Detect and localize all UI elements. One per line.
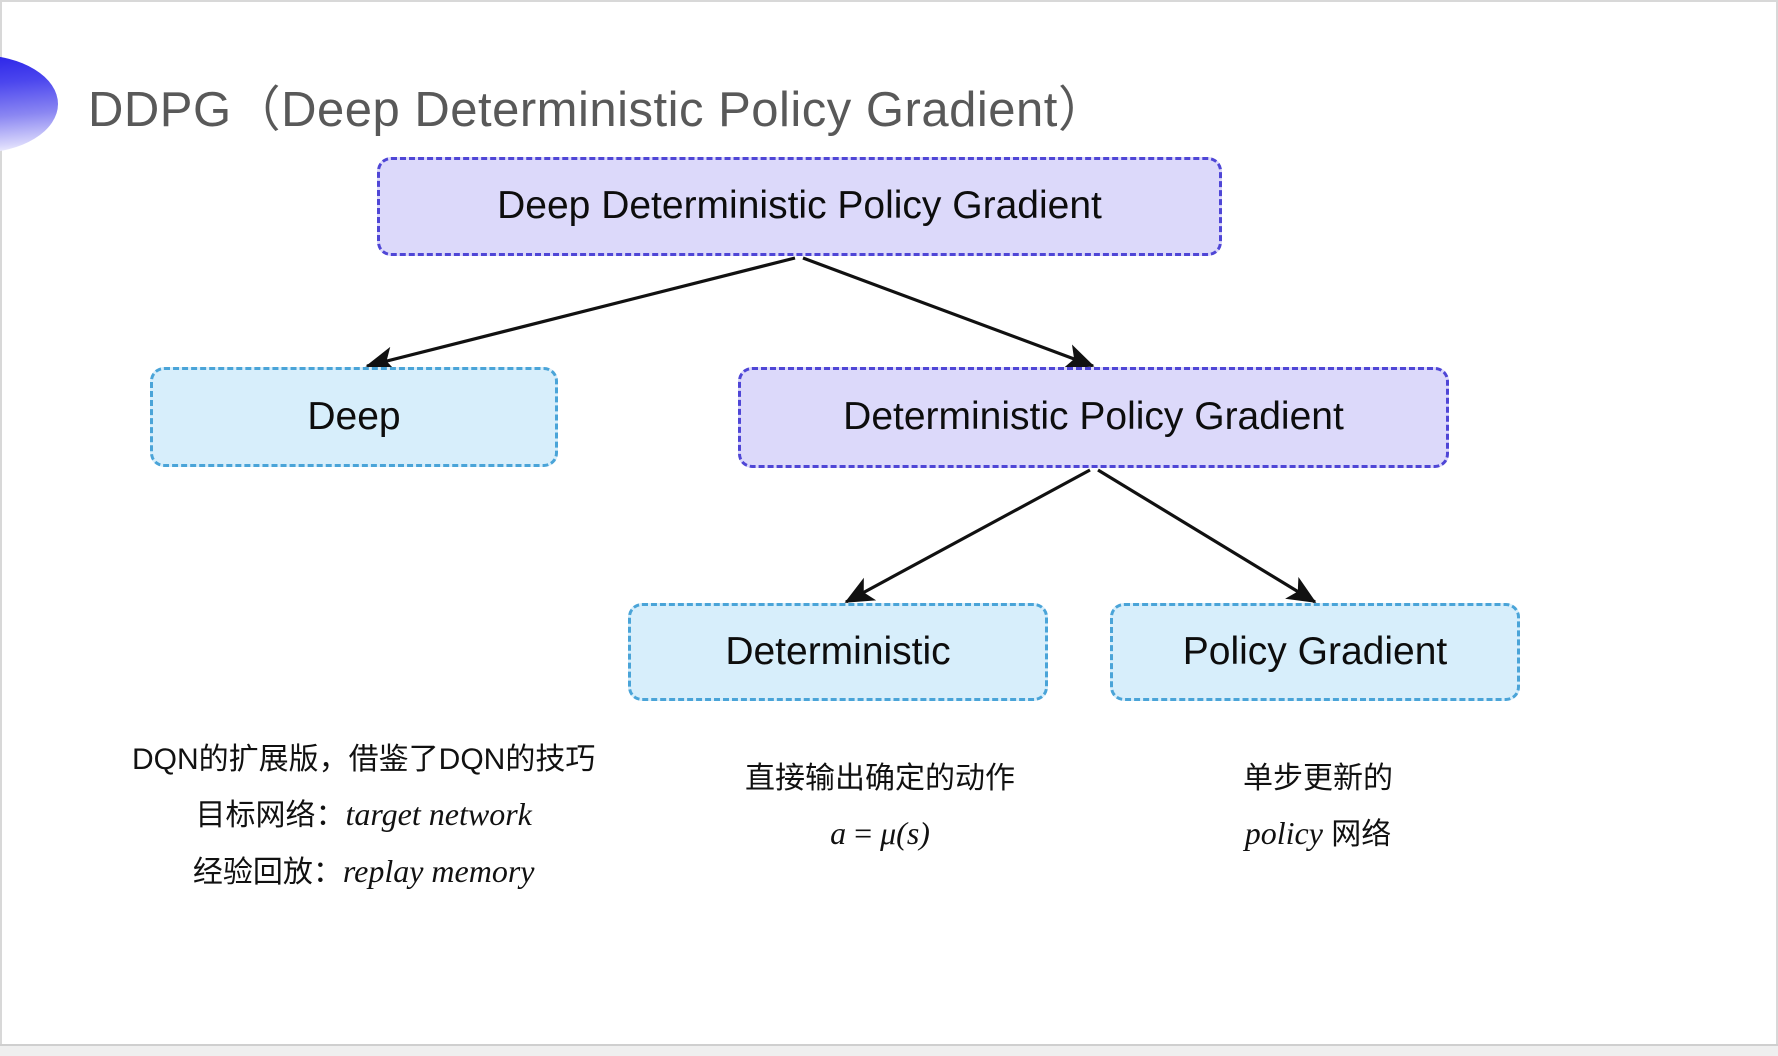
note-deterministic: 直接输出确定的动作 a = μ(s) — [740, 752, 1020, 862]
edge-dpg-to-deterministic — [844, 468, 1091, 604]
note-policy-term: policy — [1244, 815, 1323, 852]
note-deep-line-3: 经验回放：replay memory — [132, 843, 595, 900]
edge-dpg-to-policy-gradient — [1097, 468, 1317, 604]
note-deep-line-2-term: target network — [345, 796, 532, 833]
slide-frame-top — [0, 0, 1778, 2]
edge-root-to-deep — [365, 256, 796, 372]
note-deterministic-formula: a = μ(s) — [740, 805, 1020, 862]
note-policy-gradient-line-2: policy 网络 — [1228, 805, 1408, 862]
note-deep-line-2-label: 目标网络： — [195, 799, 346, 833]
node-label: Deterministic Policy Gradient — [843, 395, 1344, 439]
node-deterministic-policy-gradient[interactable]: Deterministic Policy Gradient — [738, 367, 1449, 468]
note-policy-gradient: 单步更新的 policy 网络 — [1228, 752, 1408, 862]
node-deep[interactable]: Deep — [150, 367, 558, 467]
node-deterministic[interactable]: Deterministic — [628, 603, 1048, 701]
page-title: DDPG（Deep Deterministic Policy Gradient） — [88, 83, 1108, 137]
node-label: Deterministic — [725, 629, 951, 673]
note-deep-line-1: DQN的扩展版，借鉴了DQN的技巧 — [132, 743, 596, 776]
slide-frame-bottom — [0, 1046, 1778, 1056]
slide-frame-left — [0, 0, 2, 1056]
note-deep: DQN的扩展版，借鉴了DQN的技巧 目标网络：target network 经验… — [132, 733, 595, 900]
formula-mu-of-s: μ(s) — [880, 815, 930, 852]
node-policy-gradient[interactable]: Policy Gradient — [1110, 603, 1520, 701]
formula-variable-a: a — [830, 815, 847, 852]
node-label: Policy Gradient — [1182, 629, 1448, 673]
node-label: Deep Deterministic Policy Gradient — [497, 184, 1102, 228]
slide-frame-bottom-line — [0, 1044, 1778, 1046]
half-ellipse-decoration-icon — [0, 55, 58, 153]
note-policy-suffix: 网络 — [1322, 818, 1392, 852]
note-deterministic-line-1: 直接输出确定的动作 — [745, 762, 1015, 795]
note-deep-line-2: 目标网络：target network — [132, 786, 595, 843]
note-deep-line-3-label: 经验回放： — [192, 856, 343, 890]
formula-equals: = — [846, 815, 881, 852]
note-policy-gradient-line-1: 单步更新的 — [1243, 762, 1393, 795]
node-label: Deep — [307, 394, 401, 438]
edge-root-to-dpg — [802, 256, 1095, 369]
node-deep-deterministic-policy-gradient[interactable]: Deep Deterministic Policy Gradient — [377, 157, 1222, 256]
note-deep-line-3-term: replay memory — [342, 853, 535, 890]
